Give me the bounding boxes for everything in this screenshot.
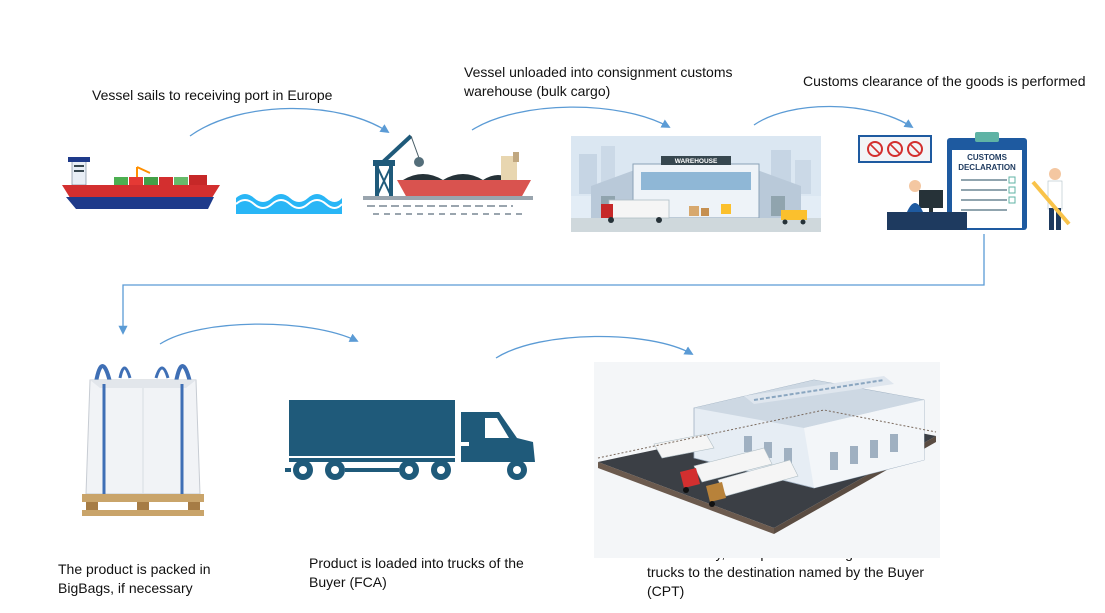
step-4-label: The product is packed in BigBags, if nec…: [58, 561, 211, 596]
arrow-truck-to-distribution: [495, 335, 694, 359]
customs-sign-line2: DECLARATION: [958, 163, 1016, 172]
step-3-label: Customs clearance of the goods is perfor…: [803, 73, 1086, 89]
customs-sign-line1: CUSTOMS: [967, 153, 1008, 162]
step-1-label: Vessel sails to receiving port in Europe: [92, 87, 333, 103]
distribution-center-icon: [594, 362, 940, 558]
arrow-warehouse-to-customs: [753, 105, 914, 128]
arrow-ship-to-port: [189, 107, 390, 137]
port-crane-icon: [363, 134, 533, 215]
bigbag-icon: [82, 364, 204, 516]
warehouse-sign: WAREHOUSE: [675, 158, 718, 165]
customs-officer-icon: CUSTOMS DECLARATION: [858, 132, 1071, 230]
arrow-bigbag-to-truck: [159, 323, 359, 345]
arrow-customs-to-bigbag: [118, 234, 985, 335]
step-5-label: Product is loaded into trucks of the Buy…: [309, 555, 524, 590]
arrow-port-to-warehouse: [471, 106, 671, 131]
step-2-label: Vessel unloaded into consignment customs…: [464, 64, 733, 99]
cargo-ship-icon: [62, 157, 220, 209]
sea-waves-icon: [236, 194, 342, 214]
truck-icon: [285, 400, 535, 480]
warehouse-icon: WAREHOUSE: [571, 136, 821, 232]
